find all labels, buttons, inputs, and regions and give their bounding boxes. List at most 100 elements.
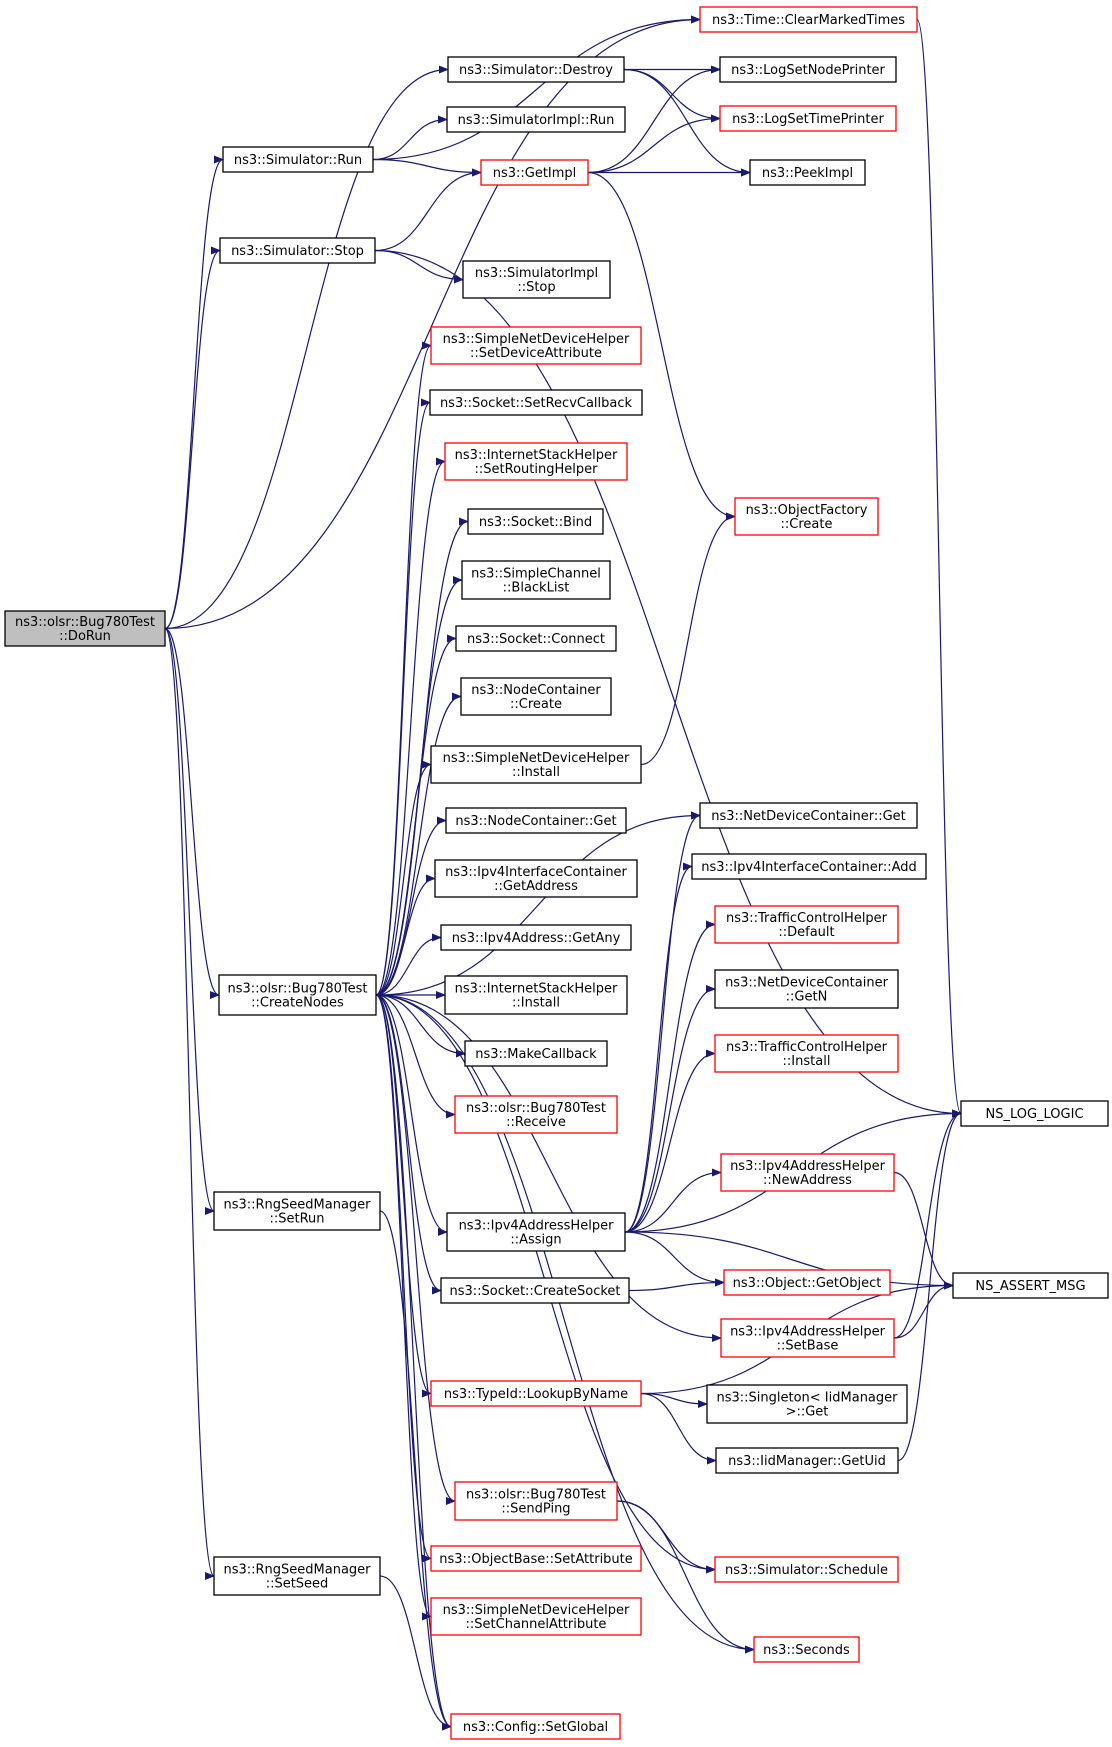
edge-assign-to-nsassert — [624, 1231, 954, 1290]
node-setglobal[interactable]: ns3::Config::SetGlobal — [450, 1713, 621, 1740]
node-label-setrouting-0: ns3::InternetStackHelper — [455, 448, 618, 463]
node-dorun[interactable]: ns3::olsr::Bug780Test::DoRun — [4, 610, 166, 647]
node-label-simstop-0: ns3::Simulator::Stop — [231, 244, 364, 259]
node-box-ndcgetn — [714, 969, 899, 1009]
node-blacklist[interactable]: ns3::SimpleChannel::BlackList — [461, 560, 611, 600]
node-nslog[interactable]: NS_LOG_LOGIC — [960, 1100, 1109, 1127]
node-label-getimpl-0: ns3::GetImpl — [493, 166, 577, 181]
edge-setrun-to-setglobal — [379, 1210, 452, 1731]
edge-destroy-to-logtime — [623, 68, 721, 123]
node-label-nsassert-0: NS_ASSERT_MSG — [975, 1279, 1085, 1294]
node-ipv4icadd[interactable]: ns3::Ipv4InterfaceContainer::Add — [691, 853, 927, 880]
node-getany[interactable]: ns3::Ipv4Address::GetAny — [440, 924, 632, 951]
node-createnodes[interactable]: ns3::olsr::Bug780Test::CreateNodes — [218, 974, 377, 1016]
node-lognode[interactable]: ns3::LogSetNodePrinter — [719, 56, 897, 83]
node-getimpl[interactable]: ns3::GetImpl — [480, 159, 589, 186]
edge-simrun-to-clearmarked — [372, 15, 701, 161]
node-label-createnodes-0: ns3::olsr::Bug780Test — [227, 982, 367, 997]
node-ncget[interactable]: ns3::NodeContainer::Get — [445, 807, 627, 834]
node-label-tchdefault-1: ::Default — [778, 925, 834, 940]
node-box-simimplrun — [446, 106, 626, 133]
node-receive[interactable]: ns3::olsr::Bug780Test::Receive — [454, 1095, 618, 1134]
node-label-ishinstall-1: ::Install — [512, 996, 560, 1011]
node-singleton[interactable]: ns3::Singleton< IidManager>::Get — [706, 1384, 908, 1424]
node-label-nslog-0: NS_LOG_LOGIC — [985, 1107, 1083, 1122]
edge-dorun-to-simstop — [164, 246, 221, 630]
node-createsocket[interactable]: ns3::Socket::CreateSocket — [440, 1277, 630, 1304]
node-setrecv[interactable]: ns3::Socket::SetRecvCallback — [429, 389, 643, 416]
node-label-setrun-1: ::SetRun — [269, 1212, 324, 1227]
node-peekimpl[interactable]: ns3::PeekImpl — [749, 159, 866, 186]
node-simimplrun[interactable]: ns3::SimulatorImpl::Run — [446, 106, 626, 133]
node-label-getany-0: ns3::Ipv4Address::GetAny — [452, 931, 621, 946]
node-destroy[interactable]: ns3::Simulator::Destroy — [447, 56, 625, 83]
node-sendping[interactable]: ns3::olsr::Bug780Test::SendPing — [454, 1481, 618, 1521]
edge-clearmarked-to-nslog — [916, 18, 962, 1118]
node-makecb[interactable]: ns3::MakeCallback — [464, 1040, 608, 1067]
edge-simstop-to-getimpl — [374, 168, 482, 252]
edge-destroy-to-peekimpl — [623, 68, 751, 177]
node-ndcget[interactable]: ns3::NetDeviceContainer::Get — [699, 802, 918, 829]
node-label-peekimpl-0: ns3::PeekImpl — [762, 166, 853, 181]
node-box-createsocket — [440, 1277, 630, 1304]
node-label-setdevattr-1: ::SetDeviceAttribute — [470, 346, 602, 361]
node-connect[interactable]: ns3::Socket::Connect — [455, 625, 617, 652]
node-nccreate[interactable]: ns3::NodeContainer::Create — [460, 677, 612, 716]
edge-createnodes-to-connect — [375, 634, 457, 996]
edge-createnodes-to-setrouting — [375, 457, 446, 996]
node-setdevattr[interactable]: ns3::SimpleNetDeviceHelper::SetDeviceAtt… — [430, 326, 642, 365]
node-box-ncget — [445, 807, 627, 834]
node-label-getuid-0: ns3::IidManager::GetUid — [728, 1454, 886, 1469]
node-box-nsassert — [952, 1272, 1109, 1299]
node-label-singleton-1: >::Get — [786, 1405, 829, 1420]
edge-createnodes-to-assign — [375, 994, 448, 1236]
node-box-makecb — [464, 1040, 608, 1067]
edge-getimpl-to-objfactory — [587, 171, 736, 521]
edge-setbase-to-nsassert — [893, 1281, 954, 1339]
node-box-setbase — [720, 1318, 895, 1358]
node-nsassert[interactable]: NS_ASSERT_MSG — [952, 1272, 1109, 1299]
node-ndcgetn[interactable]: ns3::NetDeviceContainer::GetN — [714, 969, 899, 1009]
node-setrouting[interactable]: ns3::InternetStackHelper::SetRoutingHelp… — [444, 442, 628, 481]
node-simimplstop[interactable]: ns3::SimulatorImpl::Stop — [462, 260, 611, 299]
node-schedule[interactable]: ns3::Simulator::Schedule — [714, 1556, 899, 1583]
node-label-makecb-0: ns3::MakeCallback — [475, 1047, 597, 1062]
node-lookup[interactable]: ns3::TypeId::LookupByName — [430, 1380, 642, 1407]
node-bind[interactable]: ns3::Socket::Bind — [467, 508, 604, 535]
node-setbase[interactable]: ns3::Ipv4AddressHelper::SetBase — [720, 1318, 895, 1358]
node-simrun[interactable]: ns3::Simulator::Run — [222, 146, 374, 173]
node-box-getobject — [723, 1269, 891, 1296]
node-tchinstall[interactable]: ns3::TrafficControlHelper::Install — [714, 1034, 899, 1073]
node-setrun[interactable]: ns3::RngSeedManager::SetRun — [213, 1191, 381, 1231]
node-label-setbase-1: ::SetBase — [777, 1339, 839, 1354]
node-newaddr[interactable]: ns3::Ipv4AddressHelper::NewAddress — [720, 1153, 895, 1192]
node-sndhinstall[interactable]: ns3::SimpleNetDeviceHelper::Install — [430, 745, 642, 784]
node-label-ipv4icgetaddr-1: ::GetAddress — [494, 879, 578, 894]
node-label-seconds-0: ns3::Seconds — [763, 1643, 850, 1658]
node-getobject[interactable]: ns3::Object::GetObject — [723, 1269, 891, 1296]
node-tchdefault[interactable]: ns3::TrafficControlHelper::Default — [714, 905, 899, 944]
node-label-sendping-0: ns3::olsr::Bug780Test — [466, 1488, 606, 1503]
node-setseed[interactable]: ns3::RngSeedManager::SetSeed — [213, 1556, 381, 1596]
node-box-simstop — [219, 237, 376, 264]
node-seconds[interactable]: ns3::Seconds — [753, 1636, 860, 1663]
node-objfactory[interactable]: ns3::ObjectFactory::Create — [734, 497, 879, 536]
node-assign[interactable]: ns3::Ipv4AddressHelper::Assign — [446, 1212, 626, 1252]
node-label-sendping-1: ::SendPing — [501, 1502, 570, 1517]
node-box-seconds — [753, 1636, 860, 1663]
node-clearmarked[interactable]: ns3::Time::ClearMarkedTimes — [699, 6, 918, 33]
edge-createnodes-to-sendping — [375, 994, 456, 1505]
node-label-assign-1: ::Assign — [510, 1233, 561, 1248]
node-getuid[interactable]: ns3::IidManager::GetUid — [715, 1447, 899, 1474]
node-simstop[interactable]: ns3::Simulator::Stop — [219, 237, 376, 264]
node-box-peekimpl — [749, 159, 866, 186]
node-logtime[interactable]: ns3::LogSetTimePrinter — [719, 105, 897, 132]
edge-assign-to-tchdefault — [624, 920, 716, 1233]
node-box-lognode — [719, 56, 897, 83]
node-setchanattr[interactable]: ns3::SimpleNetDeviceHelper::SetChannelAt… — [430, 1597, 642, 1636]
node-setattr[interactable]: ns3::ObjectBase::SetAttribute — [430, 1545, 642, 1572]
node-label-setrun-0: ns3::RngSeedManager — [223, 1198, 371, 1213]
edge-getimpl-to-logtime — [587, 114, 721, 174]
node-ishinstall[interactable]: ns3::InternetStackHelper::Install — [444, 975, 628, 1015]
node-ipv4icgetaddr[interactable]: ns3::Ipv4InterfaceContainer::GetAddress — [434, 859, 638, 898]
